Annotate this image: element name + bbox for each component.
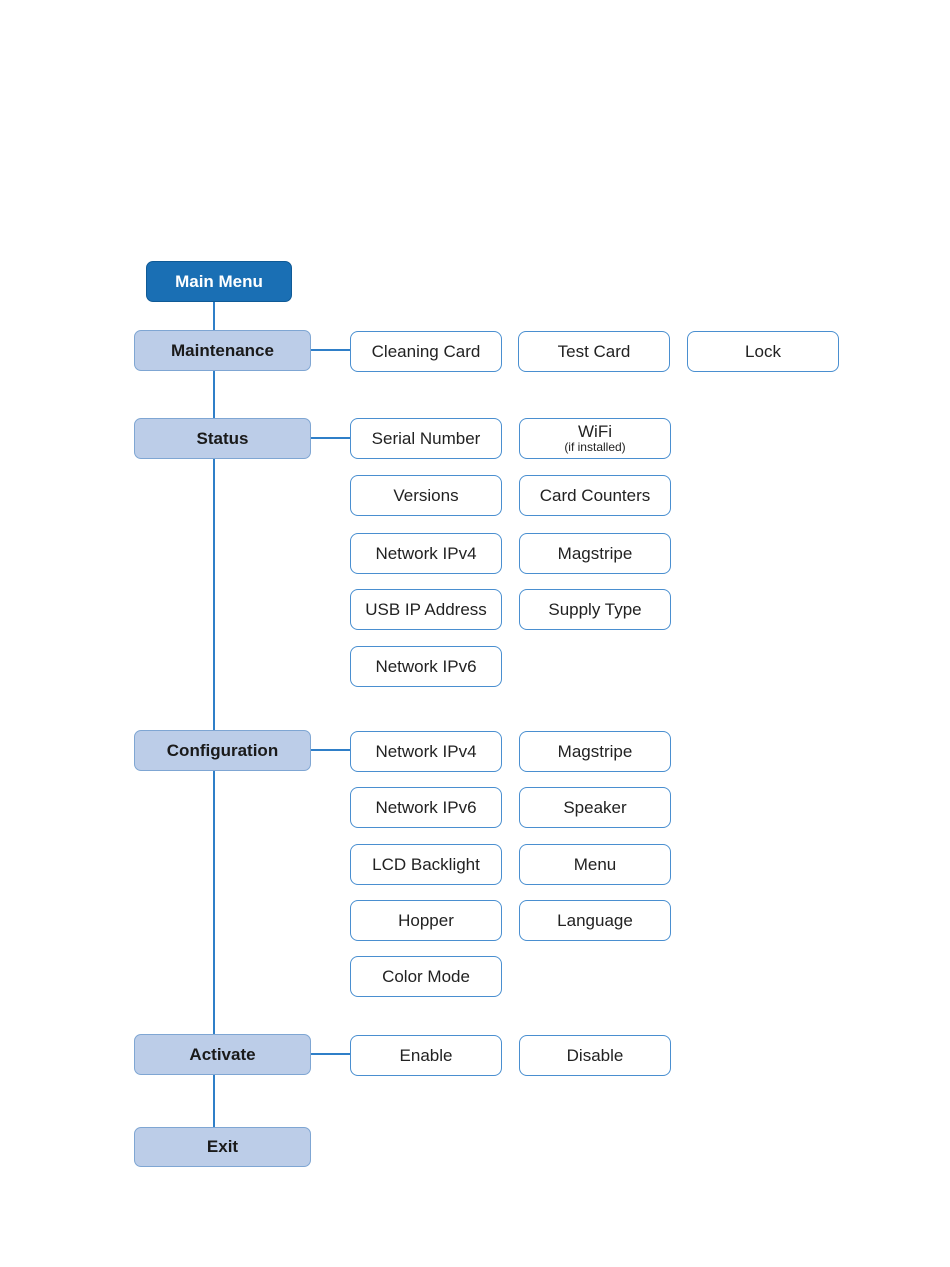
item-label: Menu	[573, 854, 617, 874]
maintenance-item-cleaning-card[interactable]: Cleaning Card	[350, 331, 502, 372]
exit-node[interactable]: Exit	[134, 1127, 311, 1167]
item-label: Disable	[566, 1045, 624, 1065]
item-label: Magstripe	[557, 543, 633, 563]
activate-item-disable[interactable]: Disable	[519, 1035, 671, 1076]
wifi-label: WiFi	[578, 422, 612, 441]
configuration-label: Configuration	[166, 740, 279, 760]
status-item-magstripe[interactable]: Magstripe	[519, 533, 671, 574]
status-node[interactable]: Status	[134, 418, 311, 459]
status-item-usb-ip-address[interactable]: USB IP Address	[350, 589, 502, 630]
status-item-versions[interactable]: Versions	[350, 475, 502, 516]
configuration-item-language[interactable]: Language	[519, 900, 671, 941]
item-label: Network IPv4	[375, 741, 477, 761]
configuration-item-menu[interactable]: Menu	[519, 844, 671, 885]
maintenance-item-lock[interactable]: Lock	[687, 331, 839, 372]
activate-label: Activate	[189, 1044, 256, 1064]
item-label: Hopper	[398, 910, 454, 930]
configuration-item-hopper[interactable]: Hopper	[350, 900, 502, 941]
maintenance-item-test-card[interactable]: Test Card	[518, 331, 670, 372]
configuration-item-network-ipv6[interactable]: Network IPv6	[350, 787, 502, 828]
status-label: Status	[196, 428, 249, 448]
item-label: Network IPv6	[375, 797, 477, 817]
configuration-item-magstripe[interactable]: Magstripe	[519, 731, 671, 772]
item-label: Supply Type	[548, 599, 642, 619]
status-item-wifi[interactable]: WiFi (if installed)	[519, 418, 671, 459]
item-label: Speaker	[563, 797, 627, 817]
configuration-item-color-mode[interactable]: Color Mode	[350, 956, 502, 997]
item-label: USB IP Address	[365, 599, 487, 619]
maintenance-label: Maintenance	[171, 340, 274, 360]
status-item-network-ipv4[interactable]: Network IPv4	[350, 533, 502, 574]
item-label: Magstripe	[557, 741, 633, 761]
maintenance-node[interactable]: Maintenance	[134, 330, 311, 371]
item-label: Network IPv4	[375, 543, 477, 563]
item-label: Serial Number	[371, 428, 481, 448]
configuration-item-lcd-backlight[interactable]: LCD Backlight	[350, 844, 502, 885]
item-label: LCD Backlight	[372, 854, 480, 874]
main-menu-node[interactable]: Main Menu	[146, 261, 292, 302]
item-label: Lock	[745, 341, 781, 361]
wifi-note: (if installed)	[564, 440, 626, 454]
item-label: Enable	[399, 1045, 453, 1065]
status-item-serial-number[interactable]: Serial Number	[350, 418, 502, 459]
status-item-network-ipv6[interactable]: Network IPv6	[350, 646, 502, 687]
item-label: Network IPv6	[375, 656, 477, 676]
status-item-card-counters[interactable]: Card Counters	[519, 475, 671, 516]
activate-node[interactable]: Activate	[134, 1034, 311, 1075]
item-label: Versions	[393, 485, 459, 505]
item-label: Cleaning Card	[371, 341, 481, 361]
configuration-item-network-ipv4[interactable]: Network IPv4	[350, 731, 502, 772]
main-menu-label: Main Menu	[175, 271, 263, 291]
configuration-node[interactable]: Configuration	[134, 730, 311, 771]
item-label: Language	[557, 910, 633, 930]
item-label: Test Card	[557, 341, 631, 361]
activate-item-enable[interactable]: Enable	[350, 1035, 502, 1076]
status-item-supply-type[interactable]: Supply Type	[519, 589, 671, 630]
item-label: Color Mode	[382, 966, 470, 986]
item-label: Card Counters	[539, 485, 651, 505]
configuration-item-speaker[interactable]: Speaker	[519, 787, 671, 828]
exit-label: Exit	[206, 1137, 239, 1156]
